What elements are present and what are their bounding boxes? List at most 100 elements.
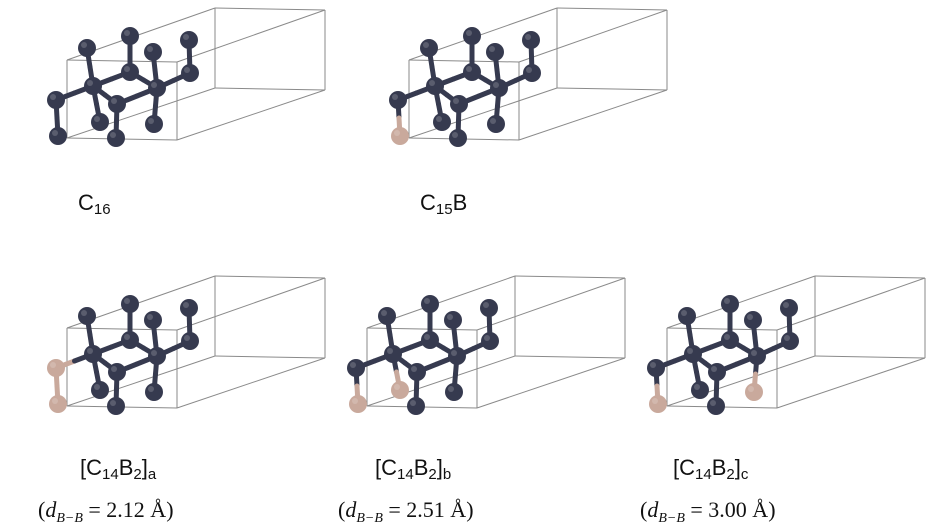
label-c15b: C15B bbox=[420, 190, 468, 218]
atom-highlight bbox=[81, 310, 87, 316]
cell-edge bbox=[476, 277, 626, 331]
cell-edge bbox=[66, 327, 178, 331]
carbon-atom bbox=[480, 299, 498, 317]
boron-atom bbox=[391, 381, 409, 399]
atom-highlight bbox=[410, 400, 416, 406]
label-c14b2b: [C14B2]b bbox=[375, 455, 452, 483]
cell-edge bbox=[476, 357, 626, 409]
carbon-atom bbox=[421, 295, 439, 313]
atom-highlight bbox=[110, 132, 116, 138]
cell-edge bbox=[66, 87, 216, 139]
carbon-atom bbox=[481, 332, 499, 350]
atom-highlight bbox=[694, 384, 700, 390]
label-c14b2a: [C14B2]a bbox=[80, 455, 157, 483]
atom-highlight bbox=[111, 98, 117, 104]
carbon-atom bbox=[107, 397, 125, 415]
carbon-atom bbox=[684, 345, 702, 363]
boron-atom bbox=[745, 383, 763, 401]
atom-highlight bbox=[751, 350, 757, 356]
atom-highlight bbox=[87, 80, 93, 86]
cell-edge bbox=[176, 277, 326, 331]
carbon-atom bbox=[121, 331, 139, 349]
atom-highlight bbox=[94, 116, 100, 122]
carbon-atom bbox=[748, 347, 766, 365]
atom-highlight bbox=[148, 386, 154, 392]
structure-c14b2a bbox=[47, 275, 326, 415]
atom-highlight bbox=[94, 384, 100, 390]
carbon-atom bbox=[78, 307, 96, 325]
carbon-atom bbox=[433, 113, 451, 131]
carbon-atom bbox=[522, 31, 540, 49]
carbon-atom bbox=[121, 27, 139, 45]
distance-c14b2a: (dB−B = 2.12 Å) bbox=[38, 497, 174, 526]
atom-highlight bbox=[184, 67, 190, 73]
carbon-atom bbox=[463, 27, 481, 45]
atom-highlight bbox=[52, 398, 58, 404]
atom-highlight bbox=[183, 34, 189, 40]
atom-highlight bbox=[52, 130, 58, 136]
atom-highlight bbox=[748, 386, 754, 392]
carbon-atom bbox=[148, 347, 166, 365]
atom-highlight bbox=[392, 94, 398, 100]
atom-highlight bbox=[124, 66, 130, 72]
carbon-atom bbox=[691, 381, 709, 399]
carbon-atom bbox=[407, 397, 425, 415]
boron-atom bbox=[391, 127, 409, 145]
cell-edge bbox=[176, 357, 326, 409]
atom-highlight bbox=[490, 118, 496, 124]
carbon-atom bbox=[108, 95, 126, 113]
carbon-atom bbox=[121, 63, 139, 81]
carbon-atom bbox=[180, 299, 198, 317]
atom-highlight bbox=[394, 130, 400, 136]
carbon-atom bbox=[780, 299, 798, 317]
structure-c15b bbox=[389, 7, 668, 147]
carbon-atom bbox=[181, 64, 199, 82]
carbon-atom bbox=[91, 381, 109, 399]
boron-atom bbox=[649, 395, 667, 413]
atom-highlight bbox=[50, 362, 56, 368]
carbon-atom bbox=[91, 113, 109, 131]
cell-edge bbox=[214, 275, 326, 279]
carbon-atom bbox=[84, 345, 102, 363]
atom-highlight bbox=[724, 334, 730, 340]
atom-highlight bbox=[387, 348, 393, 354]
cell-edge bbox=[366, 327, 478, 331]
cell-edge bbox=[66, 59, 178, 63]
structure-c16 bbox=[47, 7, 326, 147]
cell-edge bbox=[814, 355, 926, 359]
atom-highlight bbox=[783, 302, 789, 308]
atom-highlight bbox=[451, 350, 457, 356]
carbon-atom bbox=[744, 311, 762, 329]
carbon-atom bbox=[180, 31, 198, 49]
boron-atom bbox=[349, 395, 367, 413]
carbon-atom bbox=[708, 363, 726, 381]
carbon-atom bbox=[384, 345, 402, 363]
carbon-atom bbox=[347, 359, 365, 377]
atom-highlight bbox=[436, 116, 442, 122]
atom-highlight bbox=[484, 335, 490, 341]
atom-highlight bbox=[148, 118, 154, 124]
atom-highlight bbox=[652, 398, 658, 404]
carbon-atom bbox=[148, 79, 166, 97]
atom-highlight bbox=[124, 334, 130, 340]
carbon-atom bbox=[426, 77, 444, 95]
carbon-atom bbox=[421, 331, 439, 349]
carbon-atom bbox=[721, 331, 739, 349]
carbon-atom bbox=[144, 311, 162, 329]
atom-highlight bbox=[466, 30, 472, 36]
carbon-atom bbox=[463, 63, 481, 81]
cell-edge bbox=[666, 327, 778, 331]
distance-c14b2c: (dB−B = 3.00 Å) bbox=[640, 497, 776, 526]
label-c14b2c: [C14B2]c bbox=[673, 455, 749, 483]
atom-highlight bbox=[453, 98, 459, 104]
atom-highlight bbox=[423, 42, 429, 48]
atom-highlight bbox=[151, 82, 157, 88]
cell-edge bbox=[518, 89, 668, 141]
cell-edge bbox=[408, 87, 558, 139]
atom-highlight bbox=[183, 302, 189, 308]
atom-highlight bbox=[525, 34, 531, 40]
cell-edge bbox=[666, 355, 816, 407]
carbon-atom bbox=[487, 115, 505, 133]
carbon-atom bbox=[707, 397, 725, 415]
carbon-atom bbox=[78, 39, 96, 57]
